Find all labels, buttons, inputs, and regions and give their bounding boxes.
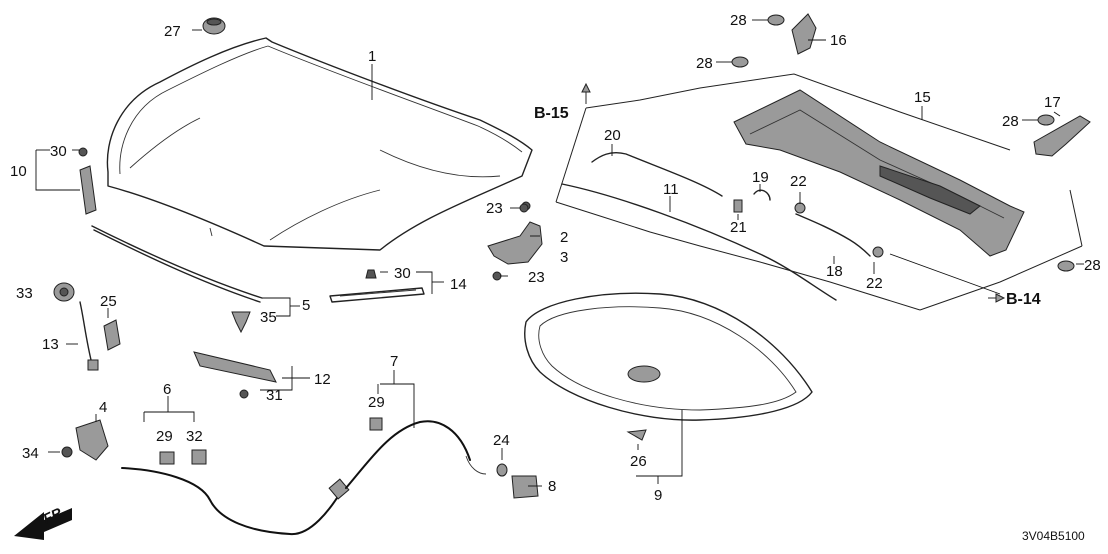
label-10: 10: [10, 163, 27, 180]
hoses-seals: [561, 152, 884, 301]
label-11: 11: [663, 181, 679, 198]
stay-rod-13: [79, 301, 121, 371]
release-cable-7: [345, 417, 487, 489]
bolt-23: [519, 203, 529, 213]
bracket-16: [791, 13, 817, 55]
hood-seal-10: [78, 147, 97, 215]
label-19: 19: [752, 169, 769, 186]
label-31: 31: [266, 387, 283, 404]
label-28b: 28: [696, 55, 713, 72]
seal-strip-5: [91, 225, 263, 303]
label-33: 33: [16, 285, 33, 302]
hood-insulator-9: [524, 292, 813, 441]
label-14: 14: [450, 276, 467, 293]
hood-panel: [106, 37, 533, 251]
grommet-33: [53, 282, 75, 302]
label-21: 21: [730, 219, 747, 236]
label-26: 26: [630, 453, 647, 470]
ref-b14[interactable]: B-14: [1006, 291, 1041, 308]
label-30a: 30: [50, 143, 67, 160]
label-27: 27: [164, 23, 181, 40]
label-34: 34: [22, 445, 39, 462]
hood-lock-4: [61, 419, 109, 461]
label-29b: 29: [368, 394, 385, 411]
label-20: 20: [604, 127, 621, 144]
grommet-27: [202, 17, 226, 35]
label-2: 2: [560, 229, 568, 246]
label-29a: 29: [156, 428, 173, 445]
label-23a: 23: [486, 200, 503, 217]
ref-b14-arrowhead: [995, 293, 1006, 303]
label-32: 32: [186, 428, 203, 445]
label-22b: 22: [866, 275, 883, 292]
label-28c: 28: [1002, 113, 1019, 130]
label-24: 24: [493, 432, 510, 449]
front-direction-arrow: FR.: [14, 503, 72, 540]
label-28a: 28: [730, 12, 747, 29]
latch-plate-12: [193, 351, 277, 399]
cowl-frame: [555, 73, 1083, 311]
label-6: 6: [163, 381, 171, 398]
ref-b15-arrowhead: [581, 82, 591, 93]
bracket-17: [1033, 115, 1091, 157]
label-30b: 30: [394, 265, 411, 282]
label-35: 35: [260, 309, 277, 326]
label-22a: 22: [790, 173, 807, 190]
part-labels: 1 2 3 4 5 6 7 8 9 10 11 12 13 14 15 16 1…: [10, 12, 1101, 504]
label-3: 3: [560, 249, 568, 266]
label-13: 13: [42, 336, 59, 353]
release-cable-6: [121, 449, 350, 536]
cowl-top-15: [733, 89, 1025, 257]
label-15: 15: [914, 89, 931, 106]
label-28d: 28: [1084, 257, 1101, 274]
label-4: 4: [99, 399, 107, 416]
clip-28: [731, 14, 1075, 272]
ref-b15[interactable]: B-15: [534, 105, 569, 122]
label-8: 8: [548, 478, 556, 495]
label-1: 1: [368, 48, 376, 65]
label-5: 5: [302, 297, 310, 314]
label-23b: 23: [528, 269, 545, 286]
label-16: 16: [830, 32, 847, 49]
label-18: 18: [826, 263, 843, 280]
leader-lines: [35, 19, 1084, 487]
clip-35: [231, 311, 251, 334]
label-7: 7: [390, 353, 398, 370]
label-25: 25: [100, 293, 117, 310]
label-9: 9: [654, 487, 662, 504]
label-12: 12: [314, 371, 331, 388]
label-17: 17: [1044, 94, 1061, 111]
diagram-code: 3V04B5100: [1022, 529, 1085, 543]
latch-8: [496, 463, 539, 499]
seal-14: [329, 269, 425, 303]
